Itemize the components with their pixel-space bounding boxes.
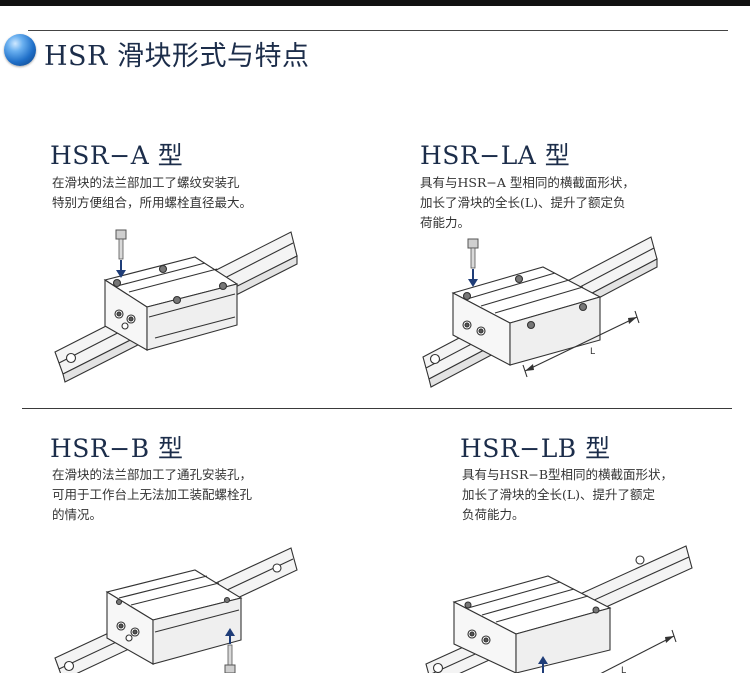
description-hsr-a: 在滑块的法兰部加工了螺纹安装孔 特别方便组合，所用螺栓直径最大。 xyxy=(52,173,252,213)
description-line: 的情况。 xyxy=(52,507,103,522)
bullet-ball-icon xyxy=(4,34,36,66)
illustration-hsr-a xyxy=(45,222,300,397)
description-line: 在滑块的法兰部加工了螺纹安装孔 xyxy=(52,175,240,190)
description-line: 荷能力。 xyxy=(420,215,471,230)
illustration-hsr-la: L xyxy=(415,225,660,395)
description-line: 负荷能力。 xyxy=(462,507,525,522)
model-title-hsr-a: HSR−A 型 xyxy=(50,141,184,170)
model-title-hsr-b: HSR−B 型 xyxy=(50,434,184,463)
description-line: 具有与HSR−B型相同的横截面形状， xyxy=(462,467,674,482)
description-line: 加长了滑块的全长(L)、提升了额定 xyxy=(462,487,656,502)
description-line: 特别方便组合，所用螺栓直径最大。 xyxy=(52,195,253,210)
description-hsr-la: 具有与HSR−A 型相同的横截面形状， 加长了滑块的全长(L)、提升了额定负 荷… xyxy=(420,173,635,233)
description-line: 可用于工作台上无法加工装配螺栓孔 xyxy=(52,487,253,502)
top-bar xyxy=(0,0,750,6)
description-line: 加长了滑块的全长(L)、提升了额定负 xyxy=(420,195,626,210)
description-line: 具有与HSR−A 型相同的横截面形状， xyxy=(420,175,635,190)
dimension-label-l: L xyxy=(590,347,595,357)
model-title-hsr-la: HSR−LA 型 xyxy=(420,141,571,170)
description-hsr-b: 在滑块的法兰部加工了通孔安装孔， 可用于工作台上无法加工装配螺栓孔 的情况。 xyxy=(52,465,252,525)
model-title-hsr-lb: HSR−LB 型 xyxy=(460,434,611,463)
illustration-hsr-lb: L xyxy=(418,540,698,673)
section-divider xyxy=(22,408,732,409)
page-title: HSR 滑块形式与特点 xyxy=(44,41,310,72)
illustration-hsr-b xyxy=(45,540,300,673)
description-hsr-lb: 具有与HSR−B型相同的横截面形状， 加长了滑块的全长(L)、提升了额定 负荷能… xyxy=(462,465,673,525)
dimension-label-l: L xyxy=(621,666,626,673)
description-line: 在滑块的法兰部加工了通孔安装孔， xyxy=(52,467,253,482)
header-rule xyxy=(28,30,728,31)
